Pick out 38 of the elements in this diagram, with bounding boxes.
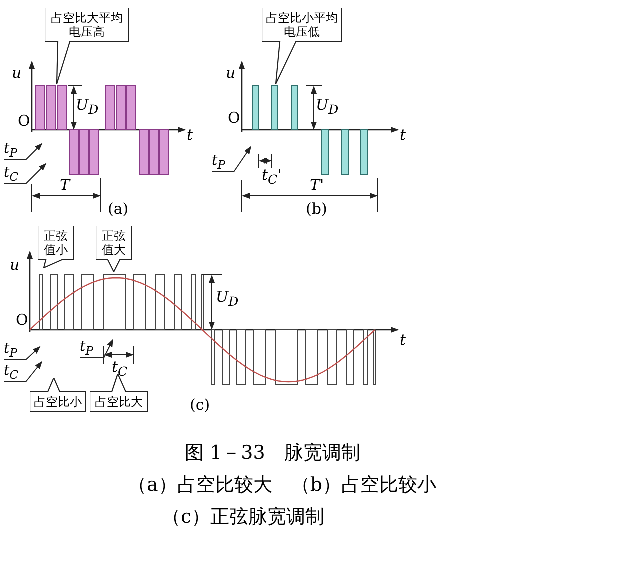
- figure-caption: 图 1－33 脉宽调制: [185, 444, 360, 463]
- callout-box: 正弦值小: [38, 226, 74, 268]
- time-label: t$_{C}$: [4, 364, 26, 382]
- dimension-label: U$_{D}$: [76, 98, 99, 116]
- caption-line: （a）占空比较大 （b）占空比较小: [128, 476, 436, 495]
- dimension-label: t$_{C}$': [262, 168, 282, 186]
- axis-label: t: [400, 128, 406, 143]
- leader-line: [4, 143, 43, 160]
- leader-line: [4, 163, 47, 184]
- time-label: t$_{P}$: [4, 342, 26, 360]
- axis-label: O: [16, 313, 28, 328]
- panel-label: (a): [108, 202, 129, 217]
- axis-label: u: [12, 66, 22, 81]
- callout-box: 正弦值大: [96, 226, 132, 272]
- time-label: t$_{C}$: [4, 166, 26, 184]
- dimension-label: T': [310, 178, 324, 193]
- time-label: t$_{P}$: [212, 154, 234, 172]
- leader-line: [212, 146, 252, 172]
- panel-label: (c): [190, 398, 210, 413]
- time-label: t$_{P}$: [80, 340, 104, 358]
- dimension-label: U$_{D}$: [216, 290, 239, 308]
- axis-label: u: [226, 66, 236, 81]
- callout-box: 占空比小: [30, 378, 86, 412]
- panel-label: (b): [306, 202, 328, 217]
- axis-label: u: [10, 258, 20, 273]
- axis-label: O: [228, 111, 240, 126]
- callout-box: 占空比大平均电压高: [45, 8, 129, 84]
- axis-label: t: [400, 333, 406, 348]
- axis-label: O: [18, 114, 30, 129]
- callout-box: 占空比小平均电压低: [262, 8, 342, 84]
- leader-line: [4, 361, 43, 382]
- dimension-label: T: [60, 178, 70, 193]
- leader-line: [80, 339, 114, 358]
- dimension-label: U$_{D}$: [316, 98, 339, 116]
- axis-label: t: [187, 128, 194, 143]
- time-label: t$_{P}$: [4, 142, 26, 160]
- caption-line: （c）正弦脉宽调制: [162, 508, 325, 527]
- leader-line: [4, 346, 41, 360]
